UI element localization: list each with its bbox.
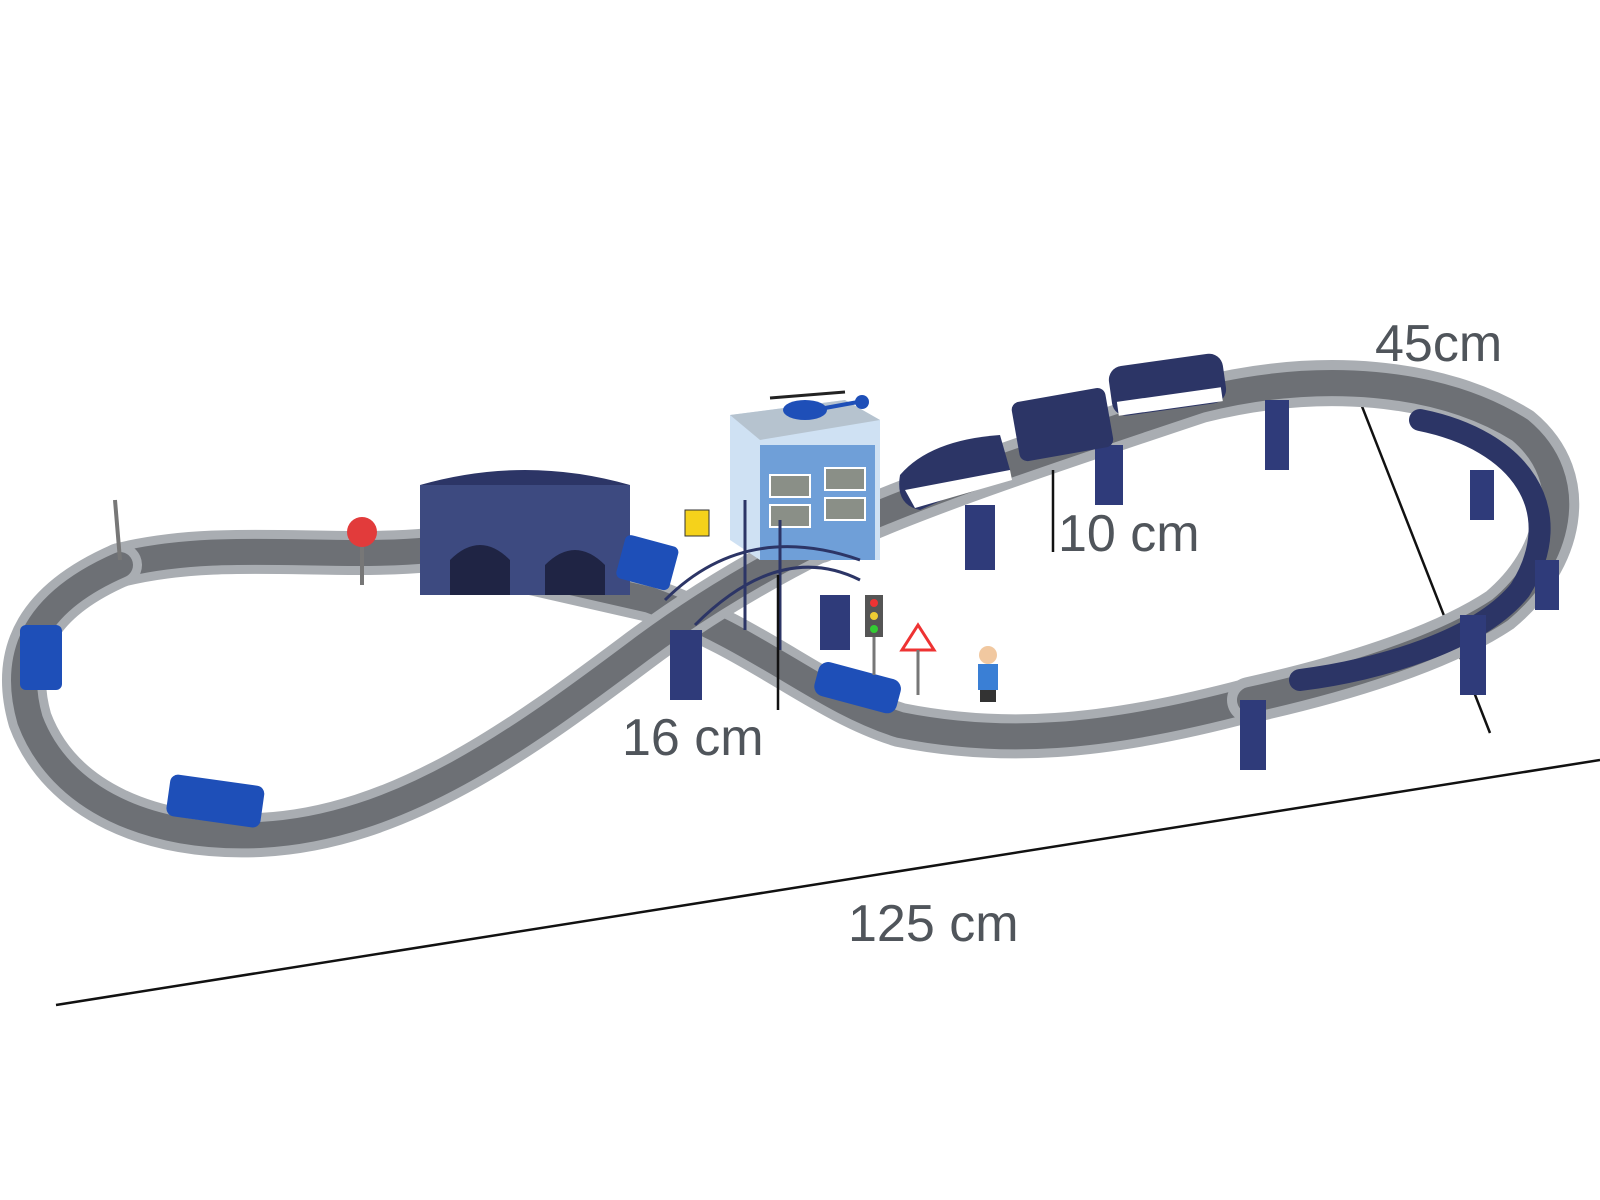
length-dimension-line: [55, 758, 1600, 1007]
road-props: [113, 499, 998, 702]
elevated-height-label: 10 cm: [1058, 505, 1200, 563]
helicopter: [769, 390, 869, 420]
police-station: [730, 390, 880, 560]
width-label: 45cm: [1375, 315, 1503, 373]
track-pillars: [670, 400, 1559, 770]
bridge-height-label: 16 cm: [622, 709, 764, 767]
elevated-track: [797, 360, 1580, 723]
suspension-bridge: [663, 500, 861, 650]
length-label: 125 cm: [848, 895, 1019, 953]
police-train: [899, 353, 1227, 510]
tunnel: [420, 470, 630, 595]
vehicles: [20, 535, 901, 828]
